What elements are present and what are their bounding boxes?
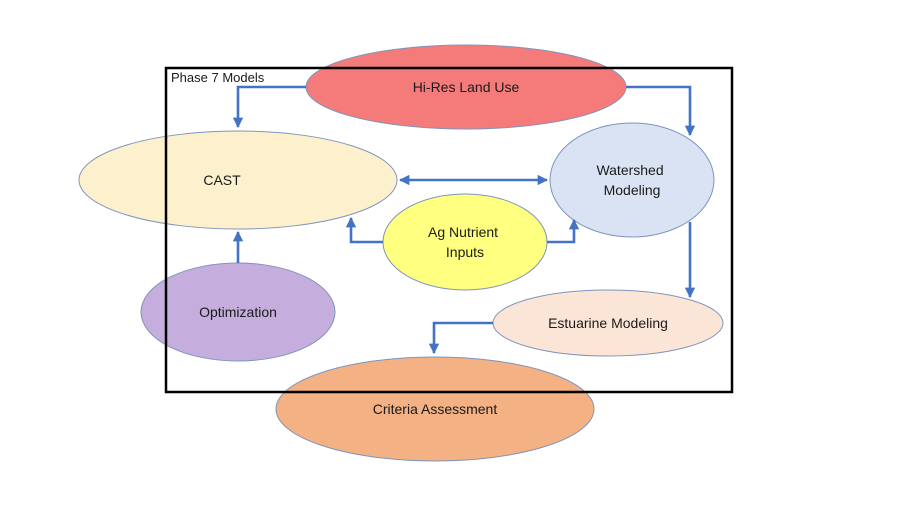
hi-res-land-use-node: Hi-Res Land Use	[305, 44, 627, 130]
criteria-assessment-shape	[275, 356, 595, 462]
estuarine-modeling-node: Estuarine Modeling	[492, 289, 724, 357]
watershed-modeling-shape	[549, 122, 715, 238]
cast-node: CAST	[78, 130, 398, 230]
watershed-modeling-node: Watershed Modeling	[549, 122, 715, 238]
arrow-landuse-to-watershed	[626, 85, 696, 137]
phase-7-models-frame	[164, 66, 734, 394]
estuarine-modeling-label: Estuarine Modeling	[548, 315, 668, 331]
phase-7-models-label: Phase 7 Models	[171, 70, 265, 85]
criteria-assessment-node: Criteria Assessment	[275, 356, 595, 462]
ag-nutrient-inputs-node: Ag Nutrient Inputs	[382, 193, 548, 291]
arrow-ag-to-watershed	[547, 218, 580, 244]
arrow-estuarine-to-criteria	[428, 321, 493, 355]
optimization-label: Optimization	[199, 304, 277, 320]
criteria-assessment-label: Criteria Assessment	[373, 401, 498, 417]
ag-nutrient-inputs-line-1: Ag Nutrient	[428, 224, 498, 240]
connectors	[232, 85, 696, 355]
ag-nutrient-inputs-label: Ag Nutrient Inputs	[428, 224, 502, 260]
optimization-node: Optimization	[140, 262, 336, 362]
ag-nutrient-inputs-shape	[382, 193, 548, 291]
watershed-modeling-line-2: Modeling	[604, 182, 661, 198]
cast-shape	[78, 130, 398, 230]
ag-nutrient-inputs-line-2: Inputs	[446, 244, 484, 260]
arrow-ag-to-cast	[345, 216, 383, 244]
watershed-modeling-line-1: Watershed	[596, 162, 663, 178]
watershed-modeling-label: Watershed Modeling	[596, 162, 667, 198]
arrow-landuse-to-cast	[232, 85, 306, 129]
hi-res-land-use-label: Hi-Res Land Use	[413, 79, 520, 95]
cast-label: CAST	[203, 172, 241, 188]
